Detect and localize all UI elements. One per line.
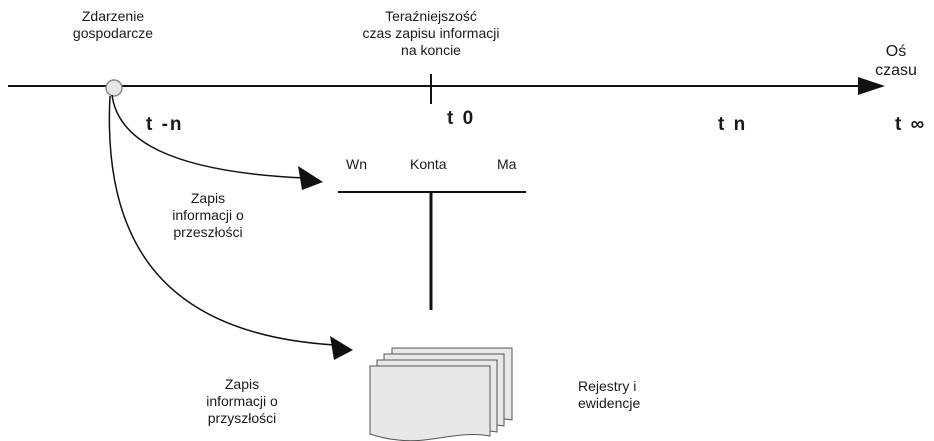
present-label: Teraźniejszość czas zapisu informacji na… [331,8,531,59]
future-record-label: Zapis informacji o przyszłości [182,376,302,427]
future-record-line-1: Zapis [224,376,260,392]
account-wn-label: Wn [346,156,367,172]
tick-t-minus-n: t -n [146,114,184,135]
tick-tn: t n [718,114,748,135]
event-label: Zdarzenie gospodarcze [48,8,178,42]
axis-label: Oś czasu [862,42,930,80]
registers-label: Rejestry i ewidencje [578,378,640,412]
axis-label-line-1: Oś [885,43,907,60]
past-record-line-2: informacji o [172,207,244,223]
present-label-line-1: Teraźniejszość [385,8,477,24]
event-label-line-2: gospodarcze [72,25,154,41]
past-record-line-3: przeszłości [173,224,243,240]
registers-line-2: ewidencje [578,395,641,411]
future-record-arrowhead [330,336,353,360]
past-record-line-1: Zapis [190,190,226,206]
past-record-label: Zapis informacji o przeszłości [148,190,268,241]
time-axis-arrowhead [858,77,885,95]
documents-stack-icon [369,347,513,441]
present-label-line-2: czas zapisu informacji [362,25,500,41]
future-record-curve [108,95,336,346]
axis-label-line-2: czasu [875,62,917,79]
past-record-curve [111,94,306,179]
tick-t0: t 0 [447,108,476,129]
account-konta-label: Konta [410,156,447,172]
future-record-line-3: przyszłości [207,410,277,426]
tick-t-infinity: t ∞ [895,114,927,135]
present-label-line-3: na koncie [401,42,461,58]
account-ma-label: Ma [497,156,517,172]
event-label-line-1: Zdarzenie [81,8,145,24]
event-node [105,79,123,97]
registers-line-1: Rejestry i [578,378,637,394]
past-record-arrowhead [298,166,323,190]
future-record-line-2: informacji o [206,393,278,409]
